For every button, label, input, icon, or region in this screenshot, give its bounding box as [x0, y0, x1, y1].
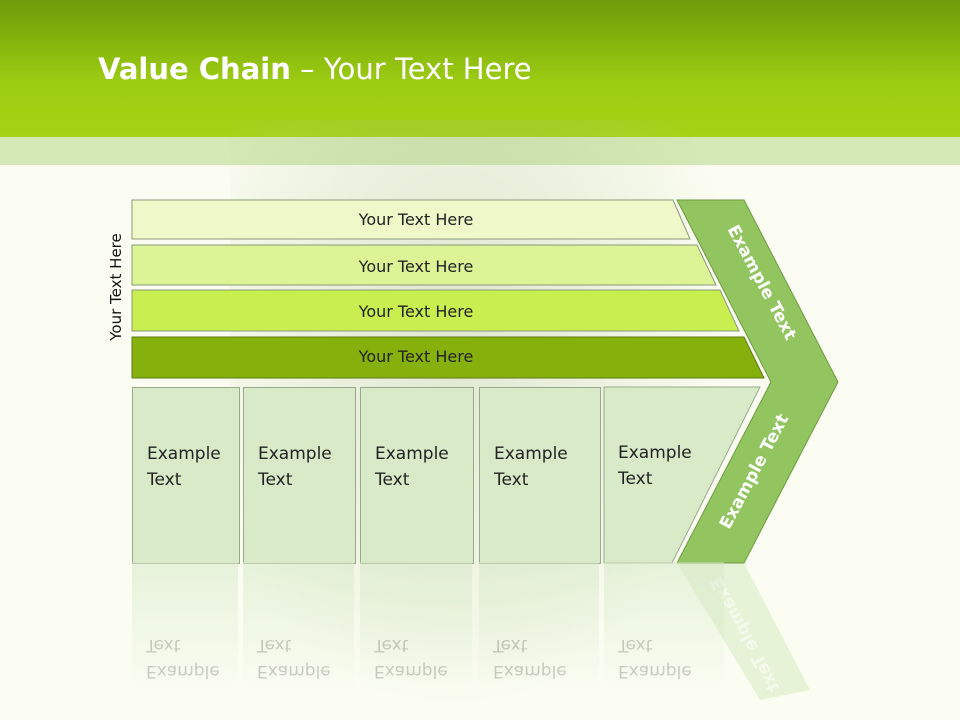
cell-reflection-text: Example Text [493, 635, 567, 681]
row-label-4: Your Text Here [358, 347, 474, 366]
slide-title: Value Chain – Your Text Here [98, 52, 532, 86]
example-cell[interactable]: Example Text [243, 387, 356, 564]
example-cell[interactable]: Example Text [604, 387, 724, 562]
cell-reflection: Example Text [604, 562, 724, 692]
cell-reflection: Example Text [360, 562, 472, 692]
example-cell-text: Example Text [147, 444, 221, 490]
example-cell-text: Example Text [618, 443, 692, 489]
row-label-2: Your Text Here [358, 257, 474, 276]
example-cell[interactable]: Example Text [360, 387, 474, 564]
cell-reflection-text: Example Text [146, 635, 220, 681]
example-cell-text: Example Text [375, 444, 449, 490]
example-cell-text: Example Text [258, 444, 332, 490]
example-cell[interactable]: Example Text [479, 387, 601, 564]
row-bar-1[interactable] [131, 199, 691, 240]
cell-reflection-text: Example Text [374, 635, 448, 681]
cell-reflection: Example Text [479, 562, 599, 692]
example-cell-text: Example Text [494, 444, 568, 490]
cell-reflection: Example Text [132, 562, 238, 692]
header-band [0, 137, 960, 165]
row-label-3: Your Text Here [358, 302, 474, 321]
example-cell[interactable]: Example Text [132, 387, 240, 564]
row-bar-4[interactable] [131, 336, 765, 379]
cell-reflection-text: Example Text [257, 635, 331, 681]
row-bar-2[interactable] [131, 244, 717, 286]
title-bold: Value Chain [98, 52, 291, 86]
title-bar [0, 0, 960, 137]
title-rest: – Your Text Here [290, 52, 532, 86]
cell-reflection: Example Text [243, 562, 354, 692]
row-label-1: Your Text Here [358, 210, 474, 229]
cell-reflection-text: Example Text [618, 635, 692, 681]
row-bar-3[interactable] [131, 289, 740, 332]
